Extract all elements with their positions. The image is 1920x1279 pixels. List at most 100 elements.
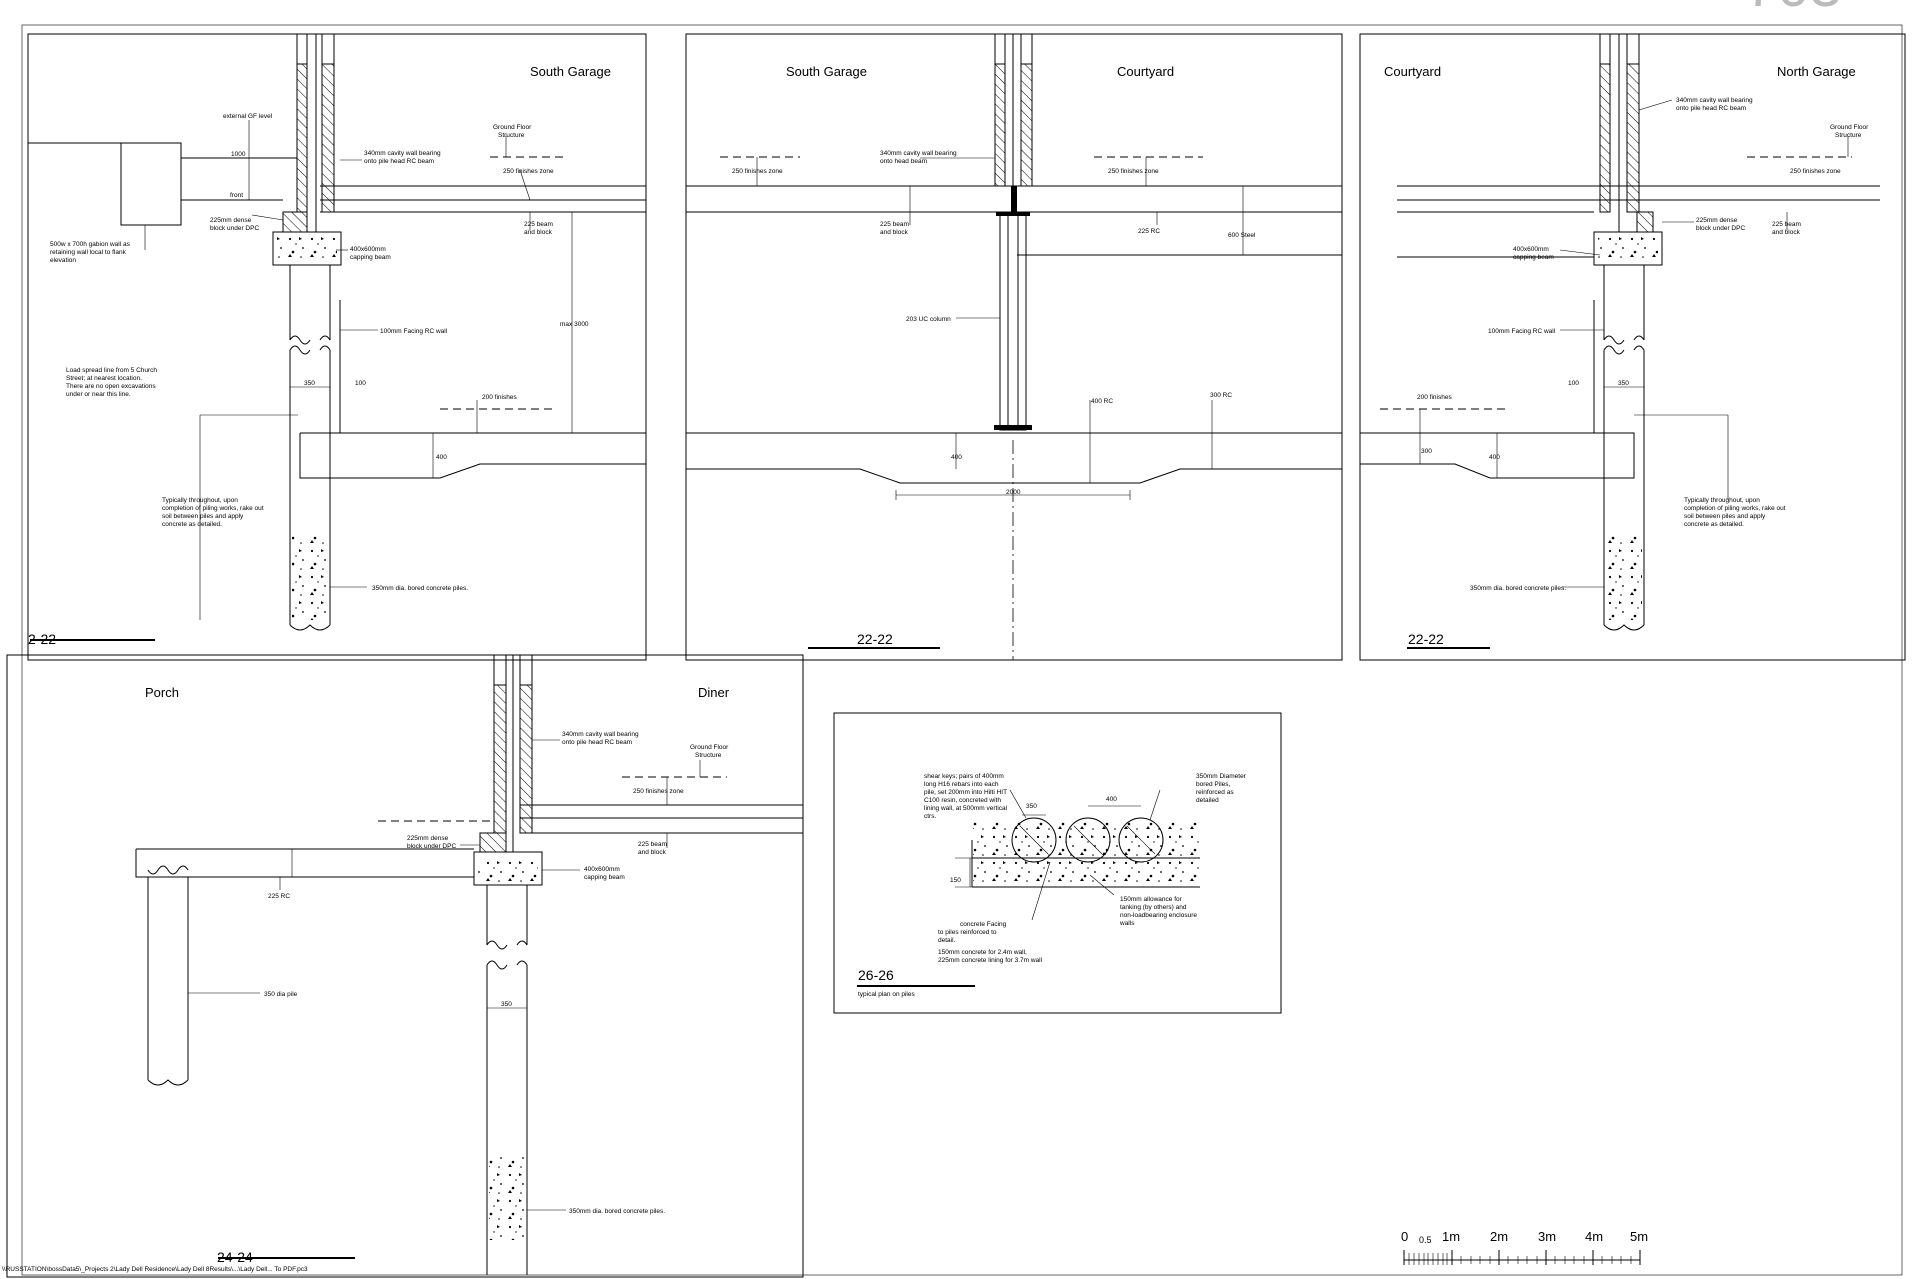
note-finishes-200: 200 finishes bbox=[482, 394, 517, 401]
pile-1 bbox=[1011, 817, 1057, 863]
room-label-diner: Diner bbox=[698, 685, 730, 700]
pile-2 bbox=[1065, 817, 1111, 863]
note-cavity-1: 340mm cavity wall bearing bbox=[880, 150, 957, 157]
note-finishes-right: 250 finishes zone bbox=[1108, 168, 1159, 175]
note-capping-1: 400x600mm bbox=[350, 246, 386, 253]
note-diameter-1: 350mm Diameter bbox=[1196, 773, 1247, 780]
note-facing-2: to piles reinforced to bbox=[938, 929, 997, 936]
cavity-wall-right bbox=[1020, 63, 1033, 187]
note-cavity-1: 340mm cavity wall bearing bbox=[1676, 97, 1753, 104]
note-capping-2: capping beam bbox=[1513, 254, 1554, 261]
note-facing-3: detail. bbox=[938, 937, 956, 944]
note-allowance-1: 150mm allowance for bbox=[1120, 896, 1183, 903]
panel-frame bbox=[833, 712, 1282, 1014]
note-concrete-1: 150mm concrete for 2.4m wall, bbox=[938, 949, 1027, 956]
note-shear-5: lining wall, at 500mm vertical bbox=[924, 805, 1008, 812]
note-cavity-2: onto pile head RC beam bbox=[1676, 105, 1746, 112]
note-cavity-2: onto pile head RC beam bbox=[562, 739, 632, 746]
section-22-22-courtyard-north-garage: Courtyard North Garage 340mm cavity bbox=[1359, 33, 1906, 661]
scale-label-5m: 5m bbox=[1630, 1229, 1648, 1244]
gabion-wall bbox=[120, 142, 182, 226]
dim-150: 150 bbox=[950, 877, 961, 884]
section-ref: 24-24 bbox=[217, 1249, 253, 1265]
scale-label-3m: 3m bbox=[1538, 1229, 1556, 1244]
dim-2000: 2000 bbox=[1006, 489, 1021, 496]
note-300-rc: 300 RC bbox=[1210, 392, 1232, 399]
note-shear-3: pile, set 200mm into Hilti HIT bbox=[924, 789, 1007, 796]
note-cavity-2: onto head beam bbox=[880, 158, 927, 165]
note-dense-block-1: 225mm dense bbox=[407, 835, 449, 842]
note-finishes-zone: 250 finishes zone bbox=[633, 788, 684, 795]
dim-350: 350 bbox=[1618, 380, 1629, 387]
note-400-rc: 400 RC bbox=[1091, 398, 1113, 405]
dim-400: 400 bbox=[1106, 796, 1117, 803]
note-capping-1: 400x600mm bbox=[584, 866, 620, 873]
note-cavity-1: 340mm cavity wall bearing bbox=[364, 150, 441, 157]
note-piles: 350mm dia. bored concrete piles. bbox=[372, 585, 468, 592]
sheet-border bbox=[21, 24, 1903, 1276]
dim-max3000: max 3000 bbox=[560, 321, 589, 328]
panel-frame bbox=[1359, 33, 1906, 661]
cavity-wall-inner-leaf bbox=[321, 63, 335, 213]
note-gabion-1: 500w x 700h gabion wall as bbox=[50, 241, 131, 248]
note-gf-structure-2: Structure bbox=[695, 752, 722, 759]
section-24-24: Porch Diner 340mm cavity wall bbox=[2, 654, 804, 1278]
dim-350: 350 bbox=[304, 380, 315, 387]
section-ref: 22-22 bbox=[857, 631, 893, 647]
note-typically-4: concrete as detailed. bbox=[1684, 521, 1744, 528]
section-22-22-garage-courtyard: South Garage Courtyard bbox=[685, 33, 1343, 661]
note-beam-block-2: and block bbox=[524, 229, 553, 236]
dim-300: 300 bbox=[1421, 448, 1432, 455]
note-beam-block-1: 225 beam bbox=[524, 221, 553, 228]
note-gf-structure-1: Ground Floor bbox=[493, 124, 532, 131]
dim-1000: 1000 bbox=[231, 151, 246, 158]
note-finishes-left: 250 finishes zone bbox=[732, 168, 783, 175]
panel-frame bbox=[685, 33, 1343, 661]
cavity-wall-outer-leaf bbox=[1599, 63, 1611, 213]
note-dense-block-2: block under DPC bbox=[1696, 225, 1745, 232]
scale-label-0: 0 bbox=[1401, 1229, 1408, 1244]
dense-block bbox=[479, 832, 507, 853]
section-ref: 2-22 bbox=[28, 631, 56, 647]
dense-block bbox=[1636, 211, 1654, 233]
note-beam-block-2: and block bbox=[638, 849, 667, 856]
note-uc-column: 203 UC column bbox=[906, 316, 951, 323]
file-path: \\RUSSTATION\bossData5\_Projects 2\Lady … bbox=[2, 1266, 308, 1273]
scale-label-2m: 2m bbox=[1490, 1229, 1508, 1244]
ground-beam bbox=[299, 432, 646, 479]
note-beam-block-2: and block bbox=[880, 229, 909, 236]
room-label-courtyard: Courtyard bbox=[1384, 64, 1441, 79]
note-beam-block-1: 225 beam bbox=[1772, 221, 1801, 228]
section-26-26: shear keys; pairs of 400mm long H16 reba… bbox=[833, 712, 1282, 1014]
note-typically-2: completion of piling works, rake out bbox=[162, 505, 264, 512]
capping-beam bbox=[1593, 231, 1663, 266]
section-ref: 22-22 bbox=[1408, 631, 1444, 647]
ground-beam bbox=[686, 432, 1342, 484]
note-typically-3: soil between piles and apply bbox=[1684, 513, 1766, 520]
note-shear-4: C100 resin, concreted with bbox=[924, 797, 1001, 804]
note-typically-1: Typically throughout, upon bbox=[162, 497, 238, 504]
note-cavity-1: 340mm cavity wall bearing bbox=[562, 731, 639, 738]
note-shear-1: shear keys; pairs of 400mm bbox=[924, 773, 1004, 780]
note-allowance-4: walls bbox=[1119, 920, 1135, 927]
note-load-spread-3: There are no open excavations bbox=[66, 383, 156, 390]
note-diameter-4: detailed bbox=[1196, 797, 1219, 804]
note-gf-structure-2: Structure bbox=[1835, 132, 1862, 139]
note-piles: 350mm dia. bored concrete piles. bbox=[1470, 585, 1566, 592]
note-350-dia-pile: 350 dia pile bbox=[264, 991, 298, 998]
dim-100: 100 bbox=[1568, 380, 1579, 387]
note-typically-3: soil between piles and apply bbox=[162, 513, 244, 520]
dim-400: 400 bbox=[951, 454, 962, 461]
cavity-wall-inner-leaf bbox=[519, 684, 533, 834]
note-facing: 100mm Facing RC wall bbox=[380, 328, 448, 335]
note-capping-1: 400x600mm bbox=[1513, 246, 1549, 253]
note-diameter-3: reinforced as bbox=[1196, 789, 1234, 796]
note-225-rc: 225 RC bbox=[268, 893, 290, 900]
note-dense-block-2: block under DPC bbox=[210, 225, 259, 232]
note-finishes-zone: 250 finishes zone bbox=[1790, 168, 1841, 175]
note-beam-block-1: 225 beam bbox=[880, 221, 909, 228]
note-facing-1: concrete Facing bbox=[960, 921, 1007, 928]
note-finishes-200: 200 finishes bbox=[1417, 394, 1452, 401]
note-shear-2: long H16 rebars into each bbox=[924, 781, 999, 788]
